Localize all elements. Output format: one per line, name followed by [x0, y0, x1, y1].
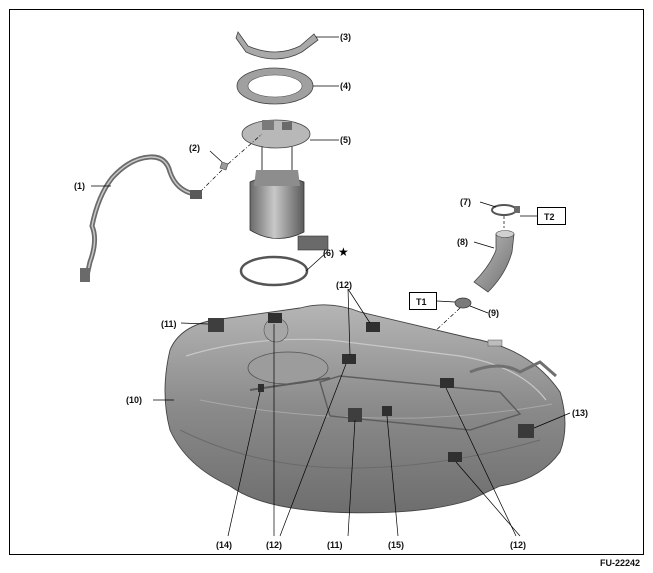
leader-line-6 — [305, 251, 328, 272]
o-ring-part — [239, 255, 309, 287]
leader-line-11b — [347, 419, 356, 537]
leader-line-12c-1 — [445, 387, 517, 537]
torque-box-t1 — [409, 292, 437, 310]
star-mark-icon: ★ — [338, 245, 349, 259]
leader-line-15 — [386, 415, 399, 537]
leader-line-12a-2 — [347, 288, 351, 356]
ring-plate-part — [236, 67, 314, 105]
callout-9: (9) — [488, 308, 499, 318]
valve-part-lower — [348, 408, 362, 422]
leader-line-8 — [473, 241, 495, 249]
clip-12-mid — [342, 354, 356, 364]
leader-line-12c-2 — [455, 461, 521, 537]
figure-border — [9, 9, 644, 555]
bracket-part — [258, 384, 264, 392]
filler-hose-part — [473, 230, 515, 293]
torque-box-t2 — [537, 207, 566, 225]
leader-line-2 — [209, 150, 223, 163]
fuel-pump-assembly — [241, 119, 329, 251]
torque-label-t1: T1 — [416, 297, 427, 307]
clip-12-left — [268, 313, 282, 323]
callout-3: (3) — [340, 32, 351, 42]
clip-part — [219, 161, 229, 171]
leader-line-14 — [227, 391, 261, 537]
callout-12-bottom-right: (12) — [510, 540, 526, 550]
clip-12-top — [366, 322, 380, 332]
leader-line-t1 — [436, 300, 456, 303]
leader-line-12a-1 — [347, 288, 371, 324]
hose-clamp-part — [491, 204, 520, 216]
callout-10: (10) — [126, 395, 142, 405]
callout-6: (6) — [323, 248, 334, 258]
figure-code: FU-22242 — [600, 558, 640, 568]
dashed-guide-9 — [431, 307, 461, 335]
callout-14: (14) — [216, 540, 232, 550]
callout-7: (7) — [460, 197, 471, 207]
callout-12-top: (12) — [336, 280, 352, 290]
sensor-part — [382, 406, 392, 416]
dashed-guide-1 — [199, 169, 223, 193]
cap-part — [518, 424, 534, 438]
callout-1: (1) — [74, 181, 85, 191]
fuel-tank-body — [164, 304, 566, 514]
torque-label-t2: T2 — [544, 212, 555, 222]
leader-line-13 — [533, 412, 571, 429]
grommet-part — [454, 297, 472, 309]
leader-line-9 — [469, 305, 489, 314]
callout-13: (13) — [572, 408, 588, 418]
callout-12-bottom-left: (12) — [266, 540, 282, 550]
callout-15: (15) — [388, 540, 404, 550]
callout-11-lower: (11) — [327, 540, 343, 550]
dashed-guide-2 — [227, 133, 263, 165]
leader-line-12b-2 — [279, 363, 347, 537]
clip-12-right — [440, 378, 454, 388]
callout-8: (8) — [457, 237, 468, 247]
callout-4: (4) — [340, 81, 351, 91]
leader-line-7 — [479, 201, 497, 208]
clip-12-low — [448, 452, 462, 462]
callout-5: (5) — [340, 135, 351, 145]
callout-2: (2) — [189, 143, 200, 153]
retainer-arc-part — [235, 31, 319, 60]
callout-11-upper: (11) — [161, 319, 177, 329]
fuel-hose-part — [80, 154, 202, 282]
valve-part-upper — [208, 318, 224, 332]
leader-line-11a — [180, 322, 209, 325]
